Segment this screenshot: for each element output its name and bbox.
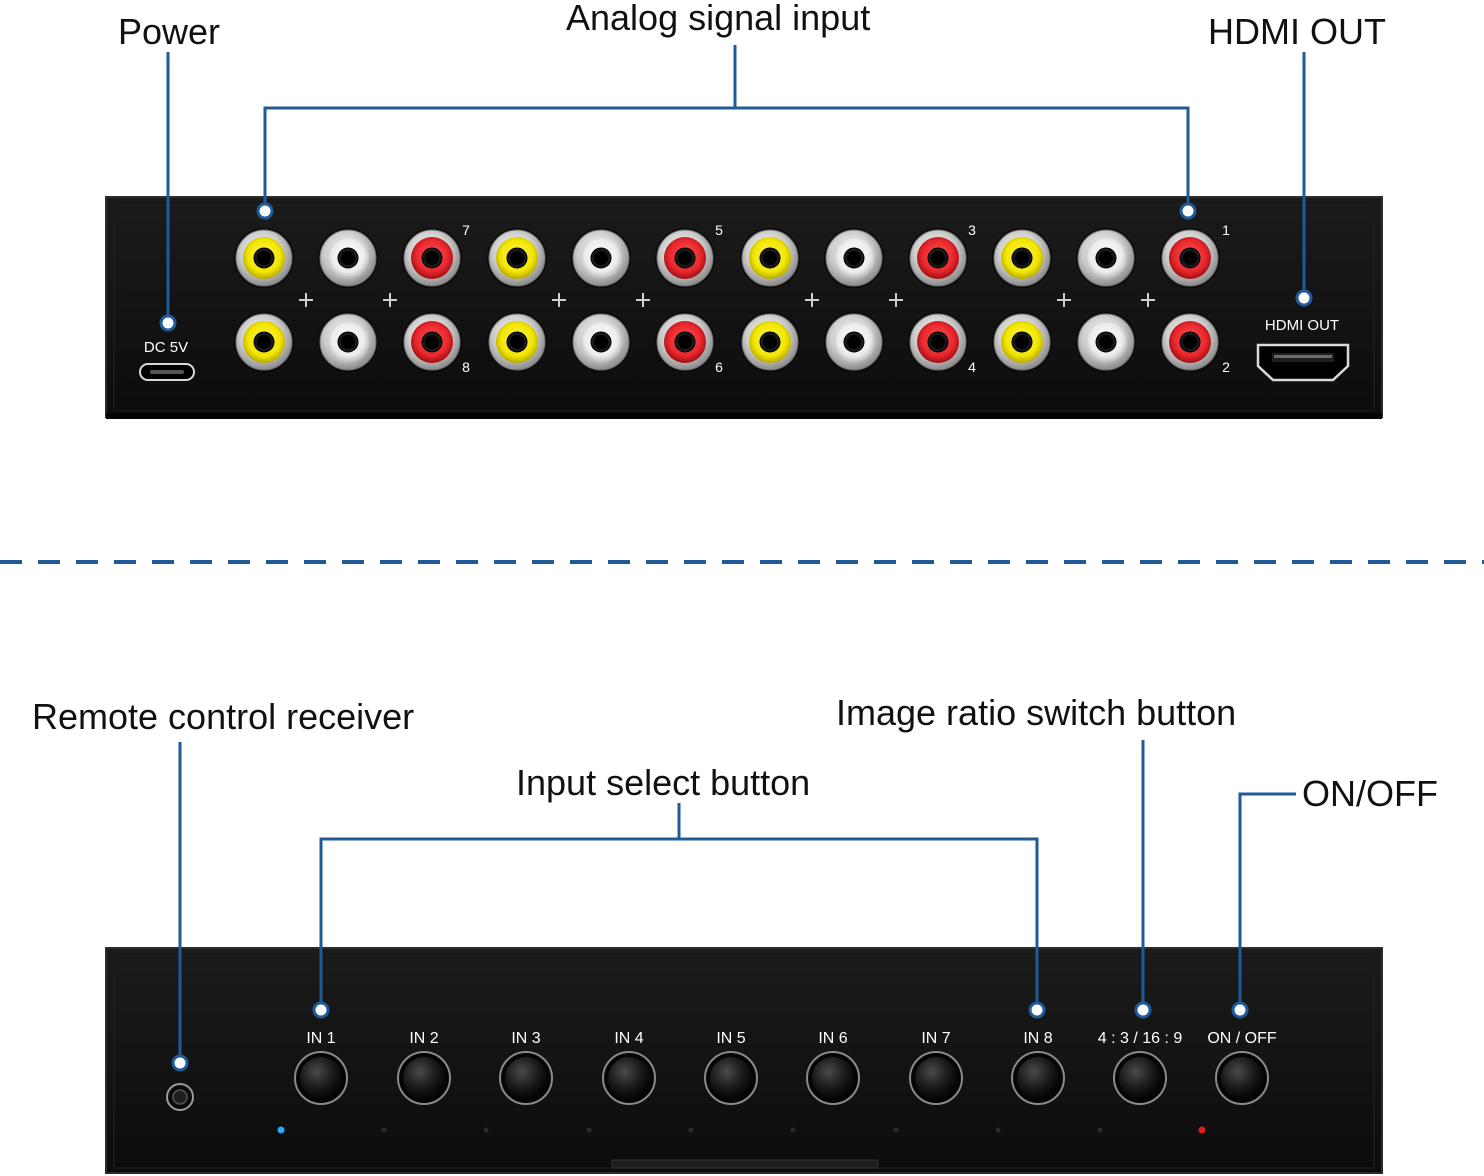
rca-jack-video[interactable] [487,312,547,372]
rca-jack-right[interactable] [402,228,462,288]
indicator-led [893,1127,899,1133]
front-leader-dots [171,1001,1249,1072]
rca-input-jacks [234,228,1220,372]
in-2-button[interactable] [397,1051,451,1105]
screw-icon [299,293,313,307]
rear-leader-lines [166,45,1306,322]
callout-remote-control-receiver: Remote control receiver [32,696,415,737]
rca-jack-right[interactable] [1160,312,1220,372]
rca-jack-left[interactable] [571,312,631,372]
screw-icon [636,293,650,307]
channel-number: 5 [715,222,723,238]
rca-jack-right[interactable] [655,312,715,372]
indicator-led [381,1127,387,1133]
channel-number: 2 [1222,359,1230,375]
hdmi-port[interactable] [1256,343,1350,382]
indicator-led [1097,1127,1103,1133]
front-leader-lines [178,740,1296,1062]
rca-jack-video[interactable] [487,228,547,288]
indicator-led [688,1127,694,1133]
rca-jack-left[interactable] [571,228,631,288]
rca-jack-left[interactable] [318,312,378,372]
indicator-led [586,1127,592,1133]
ratio-button[interactable] [1113,1051,1167,1105]
button-label-in-5: IN 5 [716,1030,745,1047]
indicator-led [995,1127,1001,1133]
usb-c-port[interactable] [139,363,195,381]
ir-receiver [166,1083,194,1111]
rca-jack-video[interactable] [234,228,294,288]
button-label-in-4: IN 4 [614,1030,643,1047]
plus-screws [299,293,1155,307]
indicator-led [483,1127,489,1133]
rca-jack-left[interactable] [824,228,884,288]
in-6-button[interactable] [806,1051,860,1105]
rca-jack-left[interactable] [1076,312,1136,372]
callout-hdmi-out: HDMI OUT [1208,11,1386,52]
callout-analog-signal-input: Analog signal input [566,0,871,38]
rear-leader-dots [159,202,1313,332]
in-3-button[interactable] [499,1051,553,1105]
rca-jack-left[interactable] [318,228,378,288]
rca-jack-video[interactable] [740,312,800,372]
screw-icon [552,293,566,307]
button-label-in-6: IN 6 [818,1030,847,1047]
rca-jack-video[interactable] [740,228,800,288]
channel-number: 7 [462,222,470,238]
in-8-button[interactable] [1011,1051,1065,1105]
front-buttons: IN 1 IN 2 IN 3 IN 4 IN 5 IN 6 IN 7 IN 8 4 : 3 / … [277,1030,1277,1134]
button-label-in-1: IN 1 [306,1030,335,1047]
dc-5v-label: DC 5V [144,339,188,356]
button-label-in-7: IN 7 [921,1030,950,1047]
channel-number: 1 [1222,222,1230,238]
button-label-in-3: IN 3 [511,1030,540,1047]
screw-icon [805,293,819,307]
in-1-button[interactable] [294,1051,348,1105]
channel-number: 6 [715,359,723,375]
rca-jack-video[interactable] [992,312,1052,372]
indicator-led [790,1127,796,1133]
rca-jack-right[interactable] [402,312,462,372]
callout-image-ratio-switch-button: Image ratio switch button [836,692,1237,733]
power-led [1198,1126,1206,1134]
rca-jack-right[interactable] [908,228,968,288]
on-off-button[interactable] [1215,1051,1269,1105]
screw-icon [1141,293,1155,307]
rca-jack-left[interactable] [824,312,884,372]
callout-input-select-button: Input select button [516,762,811,803]
screw-icon [1057,293,1071,307]
in-4-button[interactable] [602,1051,656,1105]
rca-jack-right[interactable] [908,312,968,372]
channel-number: 3 [968,222,976,238]
channel-numbers: 7 8 5 6 3 4 1 2 [462,222,1230,375]
callout-power: Power [118,11,221,52]
in-7-button[interactable] [909,1051,963,1105]
button-label-on-off: ON / OFF [1207,1030,1277,1047]
screw-icon [889,293,903,307]
screw-icon [383,293,397,307]
in-5-button[interactable] [704,1051,758,1105]
rca-jack-video[interactable] [234,312,294,372]
rca-jack-right[interactable] [655,228,715,288]
indicator-led-active [277,1126,285,1134]
channel-number: 4 [968,359,976,375]
button-label-ratio: 4 : 3 / 16 : 9 [1098,1030,1183,1047]
channel-number: 8 [462,359,470,375]
button-label-in-2: IN 2 [409,1030,438,1047]
rear-panel [105,196,1383,419]
rca-jack-left[interactable] [1076,228,1136,288]
button-label-in-8: IN 8 [1023,1030,1052,1047]
hdmi-out-label: HDMI OUT [1265,317,1339,334]
rca-jack-video[interactable] [992,228,1052,288]
rca-jack-right[interactable] [1160,228,1220,288]
callout-on-off: ON/OFF [1302,773,1438,814]
